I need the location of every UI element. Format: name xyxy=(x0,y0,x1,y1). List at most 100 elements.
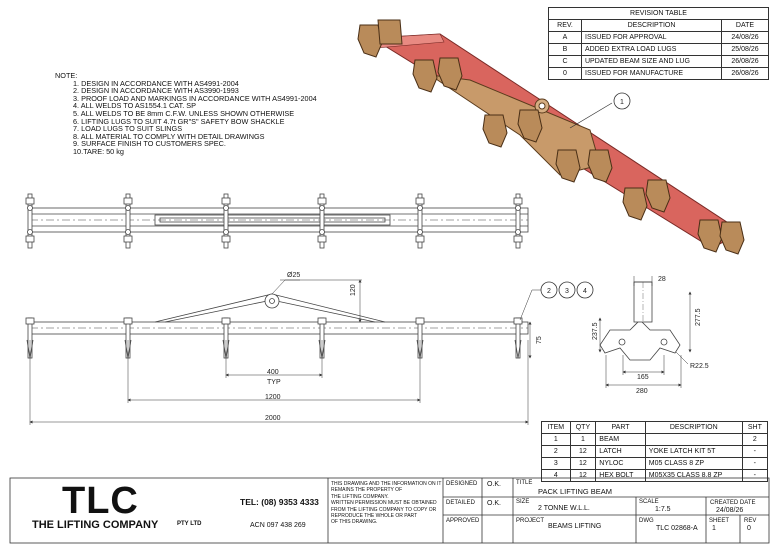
front-view xyxy=(29,293,529,335)
rev-cell: 26/08/26 xyxy=(721,67,769,80)
dwg-label: DWG xyxy=(639,518,654,524)
parts-cell: BEAM xyxy=(595,433,646,446)
parts-cell xyxy=(644,433,743,446)
disclaimer-line: THE LIFTING COMPANY. xyxy=(331,493,389,500)
plan-view xyxy=(29,207,529,233)
parts-cell: NYLOC xyxy=(595,457,646,470)
project-value: BEAMS LIFTING xyxy=(548,523,602,530)
dim-spacing: 400 xyxy=(267,369,279,376)
disclaimer-line: REPRODUCE THE WHOLE OR PART xyxy=(331,513,418,520)
notes-title: NOTE: xyxy=(55,71,78,80)
balloon-2-label: 2 xyxy=(547,288,551,295)
note-item: 2. DESIGN IN ACCORDANCE WITH AS3990-1993 xyxy=(73,86,239,96)
balloon-1-label: 1 xyxy=(620,99,624,106)
note-item: 3. PROOF LOAD AND MARKINGS IN ACCORDANCE… xyxy=(73,93,317,103)
dim-inner-length: 1200 xyxy=(265,394,281,401)
lug-pair xyxy=(221,193,231,249)
dim-height-75: 75 xyxy=(536,336,543,344)
size-label: SIZE xyxy=(516,499,530,505)
balloon-3-label: 3 xyxy=(565,288,569,295)
lug-pair xyxy=(25,193,35,249)
lug-detail-view xyxy=(599,281,681,361)
company-acn: ACN 097 438 269 xyxy=(250,522,306,529)
parts-cell: 2 xyxy=(741,433,769,446)
note-item: 10.TARE: 50 kg xyxy=(73,146,124,156)
parts-cell: 12 xyxy=(569,445,597,458)
sheet-label: SHEET xyxy=(709,518,730,524)
dim-lug-237: 237.5 xyxy=(592,322,599,340)
parts-cell: 12 xyxy=(569,469,597,482)
disclaimer-line: OF THIS DRAWING. xyxy=(331,519,378,526)
created-value: 24/08/26 xyxy=(716,507,744,514)
scale-label: SCALE xyxy=(639,499,659,505)
parts-cell: - xyxy=(741,469,769,482)
rev-value: 0 xyxy=(747,525,751,532)
parts-cell: 12 xyxy=(569,457,597,470)
dim-lug-28: 28 xyxy=(658,276,666,283)
lug-pair xyxy=(123,193,133,249)
note-item: 5. ALL WELDS TO BE 8mm C.F.W. UNLESS SHO… xyxy=(73,108,295,118)
created-label: CREATED DATE xyxy=(710,500,756,506)
note-item: 8. ALL MATERIAL TO COMPLY WITH DETAIL DR… xyxy=(73,131,265,141)
project-label: PROJECT xyxy=(516,518,545,524)
parts-cell: 3 xyxy=(541,457,571,470)
detailed-value: O.K. xyxy=(487,500,502,507)
company-pty: PTY LTD xyxy=(177,521,202,527)
note-item: 4. ALL WELDS TO AS1554.1 CAT. SP xyxy=(73,101,197,111)
dim-lug-280: 280 xyxy=(636,388,648,395)
dim-lug-165: 165 xyxy=(637,374,649,381)
parts-cell: LATCH xyxy=(595,445,646,458)
balloon-2 xyxy=(540,281,558,299)
lug-front xyxy=(123,317,133,359)
title-block-frame xyxy=(9,477,770,544)
company-name: THE LIFTING COMPANY xyxy=(32,519,159,531)
parts-cell: YOKE LATCH KIT 5T xyxy=(644,445,743,458)
balloon-3 xyxy=(558,281,576,299)
parts-cell: 1 xyxy=(541,433,571,446)
approved-label: APPROVED xyxy=(446,518,480,524)
parts-cell: - xyxy=(741,445,769,458)
dwg-value: TLC 02868-A xyxy=(656,525,698,532)
disclaimer-line: THIS DRAWING AND THE INFORMATION ON IT xyxy=(331,481,442,487)
parts-cell: HEX BOLT xyxy=(595,469,646,482)
balloon-1 xyxy=(613,92,631,110)
designed-value: O.K. xyxy=(487,481,502,488)
disclaimer-line: FROM THE LIFTING COMPANY TO COPY OR xyxy=(331,506,437,513)
lug-pair xyxy=(317,193,327,249)
isometric-view xyxy=(357,19,745,255)
notes: NOTE: 1. DESIGN IN ACCORDANCE WITH AS499… xyxy=(55,72,317,156)
title-value: PACK LIFTING BEAM xyxy=(538,487,613,496)
parts-cell: M05X35 CLASS 8.8 ZP xyxy=(644,469,743,482)
dim-lug-radius: R22.5 xyxy=(690,363,709,370)
dim-height-120: 120 xyxy=(350,284,357,296)
scale-value: 1:7.5 xyxy=(655,506,671,513)
parts-cell: M05 CLASS 8 ZP xyxy=(644,457,743,470)
parts-header-part: PART xyxy=(595,421,646,434)
detailed-label: DETAILED xyxy=(446,500,475,506)
parts-cell: - xyxy=(741,457,769,470)
designed-label: DESIGNED xyxy=(446,481,478,487)
dimension-lines xyxy=(29,279,542,425)
lug-front xyxy=(513,317,523,359)
parts-cell: 4 xyxy=(541,469,571,482)
note-item: 6. LIFTING LUGS TO SUIT 4.7t GR"S" SAFET… xyxy=(73,116,285,126)
dim-overall-length: 2000 xyxy=(265,415,281,422)
lug-pair xyxy=(415,193,425,249)
rev-label: REV xyxy=(744,518,757,524)
note-item: 9. SURFACE FINISH TO CUSTOMERS SPEC. xyxy=(73,139,226,149)
parts-header-item: ITEM xyxy=(541,421,571,434)
balloon-4-label: 4 xyxy=(583,288,587,295)
title-label: TITLE xyxy=(516,480,533,486)
parts-header-qty: QTY xyxy=(569,421,597,434)
dim-spacing-typ: TYP xyxy=(267,379,281,386)
parts-cell: 1 xyxy=(569,433,597,446)
note-item: 1. DESIGN IN ACCORDANCE WITH AS4991-2004 xyxy=(73,78,239,88)
